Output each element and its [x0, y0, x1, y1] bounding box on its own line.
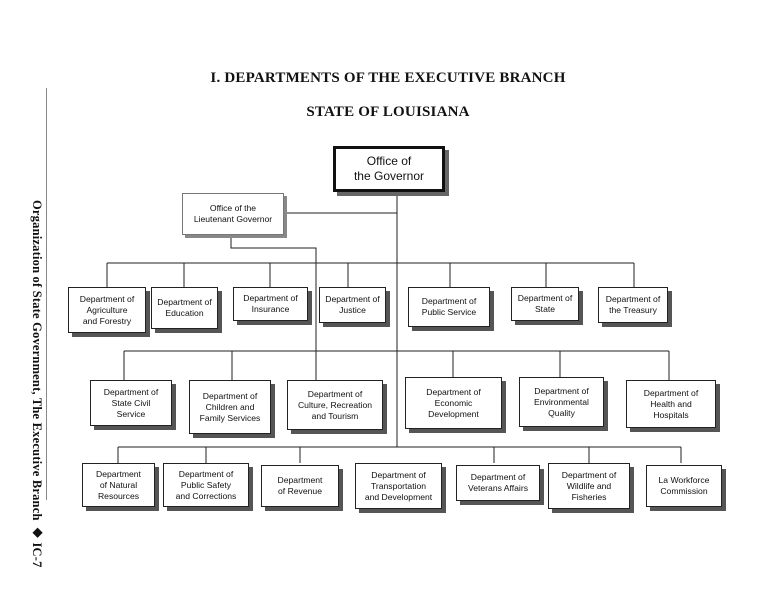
dept-civil-service-label: Department of State Civil Service: [103, 386, 159, 419]
lt-governor-box: Office of the Lieutenant Governor: [182, 193, 284, 235]
dept-agriculture-label: Department of Agriculture and Forestry: [79, 293, 135, 326]
dept-public-service-label: Department of Public Service: [421, 296, 477, 317]
dept-public-safety-label: Department of Public Safety and Correcti…: [175, 468, 237, 501]
dept-justice-label: Department of Justice: [325, 294, 380, 315]
dept-justice: Department of Justice: [319, 287, 386, 323]
dept-children-family-label: Department of Children and Family Servic…: [199, 390, 261, 423]
dept-workforce-label: La Workforce Commission: [658, 475, 710, 496]
dept-children-family: Department of Children and Family Servic…: [189, 380, 271, 434]
governor-label: Office of the Governor: [353, 154, 425, 183]
dept-workforce: La Workforce Commission: [646, 465, 722, 507]
dept-state-label: Department of State: [517, 293, 573, 314]
dept-economic-label: Department of Economic Development: [426, 386, 481, 419]
governor-box: Office of the Governor: [333, 146, 445, 192]
dept-health-label: Department of Health and Hospitals: [643, 387, 699, 420]
dept-treasury: Department of the Treasury: [598, 287, 668, 323]
dept-wildlife-label: Department of Wildlife and Fisheries: [561, 469, 617, 502]
dept-natural-resources-label: Department of Natural Resources: [96, 468, 141, 501]
dept-transportation: Department of Transportation and Develop…: [355, 463, 442, 509]
side-caption: Organization of State Government, The Ex…: [30, 200, 44, 568]
dept-education: Department of Education: [151, 287, 218, 329]
lt-gov-drop: [230, 236, 317, 380]
dept-natural-resources: Department of Natural Resources: [82, 463, 155, 507]
dept-treasury-label: Department of the Treasury: [605, 294, 661, 315]
dept-insurance: Department of Insurance: [233, 287, 308, 321]
dept-environmental: Department of Environmental Quality: [519, 377, 604, 427]
dept-civil-service: Department of State Civil Service: [90, 380, 172, 426]
dept-environmental-label: Department of Environmental Quality: [534, 385, 589, 418]
dept-veterans: Department of Veterans Affairs: [456, 465, 540, 501]
dept-health: Department of Health and Hospitals: [626, 380, 716, 428]
page-title: I. DEPARTMENTS OF THE EXECUTIVE BRANCH: [210, 70, 566, 86]
dept-public-service: Department of Public Service: [408, 287, 490, 327]
dept-economic: Department of Economic Development: [405, 377, 502, 429]
dept-revenue: Department of Revenue: [261, 465, 339, 507]
dept-revenue-label: Department of Revenue: [277, 475, 323, 496]
side-rule: [46, 88, 47, 500]
dept-insurance-label: Department of Insurance: [243, 293, 298, 314]
page-subtitle: STATE OF LOUISIANA: [306, 104, 470, 120]
dept-agriculture: Department of Agriculture and Forestry: [68, 287, 146, 333]
lt-governor-label: Office of the Lieutenant Governor: [193, 203, 273, 224]
dept-public-safety: Department of Public Safety and Correcti…: [163, 463, 249, 507]
dept-transportation-label: Department of Transportation and Develop…: [364, 469, 433, 502]
dept-education-label: Department of Education: [157, 297, 212, 318]
dept-veterans-label: Department of Veterans Affairs: [467, 472, 529, 493]
dept-culture-label: Department of Culture, Recreation and To…: [297, 388, 373, 421]
dept-state: Department of State: [511, 287, 579, 321]
dept-wildlife: Department of Wildlife and Fisheries: [548, 463, 630, 509]
dept-culture: Department of Culture, Recreation and To…: [287, 380, 383, 430]
